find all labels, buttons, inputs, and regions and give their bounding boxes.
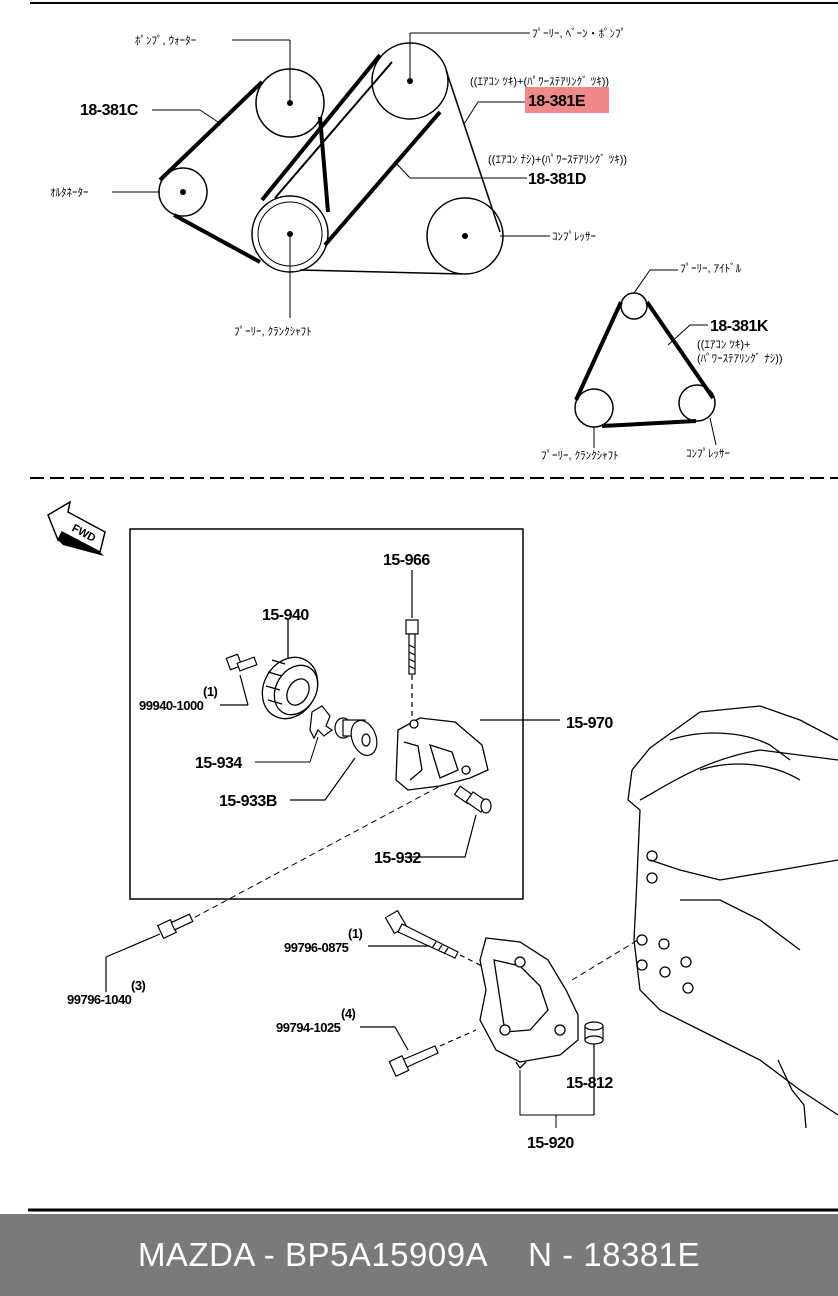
footer-part-number: MAZDA - BP5A15909A bbox=[137, 1236, 489, 1273]
belt-routing-main bbox=[158, 42, 504, 275]
part-number-15-934: 15-934 bbox=[195, 755, 242, 772]
part-number-15-970: 15-970 bbox=[566, 715, 613, 732]
bushing-15-812 bbox=[584, 1021, 604, 1115]
part-number-15-966: 15-966 bbox=[383, 552, 430, 569]
parts-diagram: ﾎﾟﾝﾌﾟ, ｳｫｰﾀｰ ﾌﾟｰﾘｰ, ﾍﾞｰﾝ・ﾎﾟﾝﾌﾟ 18-381C (… bbox=[28, 2, 838, 1212]
pulley-idler bbox=[620, 292, 648, 320]
part-number-99796-1040: 99796-1040 bbox=[67, 992, 132, 1007]
bolt-99794-1025 bbox=[360, 1026, 477, 1078]
label-pulley-crankshaft-k: ﾌﾟｰﾘｰ, ｸﾗﾝｸｼｬﾌﾄ bbox=[541, 449, 619, 462]
label-pump-water: ﾎﾟﾝﾌﾟ, ｳｫｰﾀｰ bbox=[135, 34, 196, 47]
label-compressor-k: ｺﾝﾌﾟﾚｯｻｰ bbox=[686, 447, 730, 460]
qty-99796-0875: (1) bbox=[348, 926, 363, 941]
part-number-18-381d: 18-381D bbox=[528, 171, 586, 188]
pulley-compressor-k bbox=[678, 384, 716, 422]
bolt-15-966 bbox=[405, 570, 419, 720]
part-number-15-812: 15-812 bbox=[566, 1075, 613, 1092]
part-number-15-940: 15-940 bbox=[262, 607, 309, 624]
note-18-381d: ((ｴｱｺﾝ ﾅｼ)+(ﾊﾟﾜｰｽﾃｱﾘﾝｸﾞ ﾂｷ)) bbox=[488, 153, 627, 166]
part-number-99940-1000: 99940-1000 bbox=[139, 698, 204, 713]
note-18-381k-line2: (ﾊﾟﾜｰｽﾃｱﾘﾝｸﾞ ﾅｼ)) bbox=[697, 352, 783, 365]
part-number-18-381e: 18-381E bbox=[528, 93, 586, 110]
bolt-15-932 bbox=[405, 785, 492, 858]
label-alternator: ｵﾙﾀﾈｰﾀｰ bbox=[50, 186, 89, 199]
spacer-15-933b bbox=[290, 717, 378, 801]
part-number-15-932: 15-932 bbox=[374, 850, 421, 867]
footer-bar: MAZDA - BP5A15909A N - 18381E bbox=[0, 1214, 838, 1296]
label-pulley-crankshaft: ﾌﾟｰﾘｰ, ｸﾗﾝｸｼｬﾌﾄ bbox=[234, 325, 312, 338]
part-number-18-381k: 18-381K bbox=[710, 318, 769, 335]
note-18-381e: ((ｴｱｺﾝ ﾂｷ)+(ﾊﾟﾜｰｽﾃｱﾘﾝｸﾞ ﾂｷ)) bbox=[470, 75, 609, 88]
label-pulley-vane-pump: ﾌﾟｰﾘｰ, ﾍﾞｰﾝ・ﾎﾟﾝﾌﾟ bbox=[532, 27, 626, 40]
belt-routing-k bbox=[574, 269, 717, 448]
part-number-15-933b: 15-933B bbox=[219, 793, 277, 810]
tensioner-assembly-box bbox=[129, 528, 524, 900]
bolt-99796-1040 bbox=[105, 913, 194, 992]
highlight-18-381e bbox=[525, 87, 609, 113]
note-18-381k-line1: ((ｴｱｺﾝ ﾂｷ)+ bbox=[697, 339, 750, 351]
tensioner-bracket-15-970 bbox=[395, 717, 560, 791]
fwd-arrow-icon: FWD bbox=[47, 500, 106, 556]
engine-block bbox=[627, 705, 838, 1129]
idler-pulley-15-940 bbox=[261, 620, 319, 720]
pulley-crankshaft-k bbox=[574, 388, 614, 428]
alignment-dashed-line-1 bbox=[185, 784, 443, 923]
bracket-15-920 bbox=[479, 937, 579, 1070]
footer-diagram-number: N - 18381E bbox=[528, 1236, 701, 1273]
bolt-99796-0875 bbox=[368, 909, 491, 971]
qty-99940-1000: (1) bbox=[203, 684, 218, 699]
label-pulley-idler: ﾌﾟｰﾘｰ, ｱｲﾄﾞﾙ bbox=[680, 262, 742, 275]
part-number-99794-1025: 99794-1025 bbox=[276, 1020, 341, 1035]
bolt-99940-1000 bbox=[220, 653, 258, 706]
part-number-18-381c: 18-381C bbox=[80, 102, 139, 119]
part-number-15-920: 15-920 bbox=[527, 1135, 574, 1152]
qty-99794-1025: (4) bbox=[341, 1006, 356, 1021]
part-number-99796-0875: 99796-0875 bbox=[284, 940, 349, 955]
qty-99796-1040: (3) bbox=[131, 978, 146, 993]
leader-15-920 bbox=[519, 1070, 594, 1116]
label-compressor: ｺﾝﾌﾟﾚｯｻｰ bbox=[552, 230, 596, 243]
cover-15-934 bbox=[309, 705, 334, 740]
